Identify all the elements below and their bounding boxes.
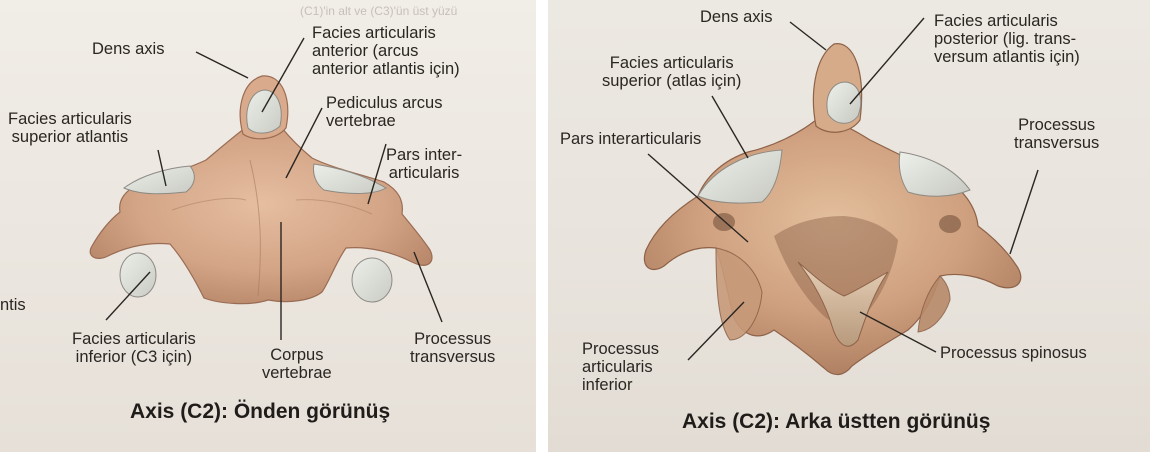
dens-posterior-facet bbox=[827, 82, 861, 123]
label-dens-axis: Dens axis bbox=[700, 8, 772, 26]
inferior-facet-right bbox=[352, 258, 392, 302]
label-facies-articularis-inferior: Facies articularis inferior (C3 için) bbox=[72, 330, 196, 366]
posterosuperior-view-panel: Dens axis Facies articularis superior (a… bbox=[548, 0, 1150, 452]
anterior-view-panel: (C1)'in alt ve (C3)'ün üst yüzü bbox=[0, 0, 536, 452]
label-processus-spinosus: Processus spinosus bbox=[940, 344, 1087, 362]
caption-posterosuperior-view: Axis (C2): Arka üstten görünüş bbox=[682, 410, 990, 434]
label-processus-transversus: Processus transversus bbox=[1014, 116, 1099, 152]
label-pars-interarticularis: Pars inter- articularis bbox=[386, 146, 462, 182]
label-processus-articularis-inferior: Processus articularis inferior bbox=[582, 340, 659, 394]
superior-facet-right bbox=[899, 152, 970, 196]
label-pediculus-arcus: Pediculus arcus vertebrae bbox=[326, 94, 442, 130]
leader-line bbox=[1010, 170, 1038, 254]
superior-facet-left bbox=[124, 166, 194, 194]
transverse-foramen-right bbox=[939, 215, 961, 233]
panel-divider bbox=[536, 0, 548, 452]
caption-anterior-view: Axis (C2): Önden görünüş bbox=[130, 400, 390, 424]
label-pars-interarticularis: Pars interarticularis bbox=[560, 130, 701, 148]
label-processus-transversus: Processus transversus bbox=[410, 330, 495, 366]
label-edge-fragment: ntis bbox=[0, 296, 26, 314]
label-facies-articularis-posterior: Facies articularis posterior (lig. trans… bbox=[934, 12, 1080, 66]
label-facies-articularis-superior-atlantis: Facies articularis superior atlantis bbox=[8, 110, 132, 146]
leader-line bbox=[790, 22, 826, 50]
leader-line bbox=[850, 18, 924, 104]
inferior-facet-left bbox=[120, 253, 156, 297]
label-corpus-vertebrae: Corpus vertebrae bbox=[262, 346, 332, 382]
label-facies-articularis-anterior: Facies articularis anterior (arcus anter… bbox=[312, 24, 460, 78]
leader-line bbox=[196, 52, 248, 78]
label-facies-articularis-superior: Facies articularis superior (atlas için) bbox=[602, 54, 741, 90]
label-dens-axis: Dens axis bbox=[92, 40, 164, 58]
leader-line bbox=[712, 96, 748, 158]
